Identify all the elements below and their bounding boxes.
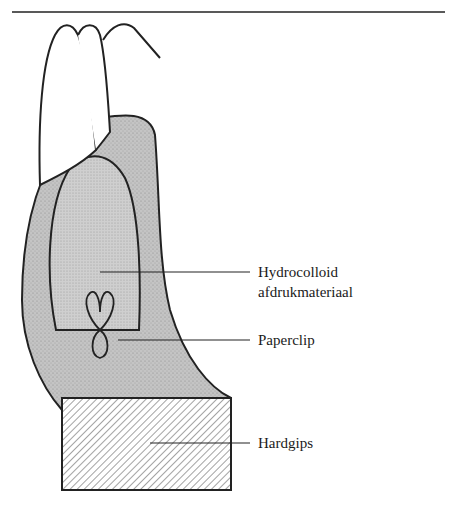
top-rule [12,11,445,13]
part-label: Hydrocolloid afdrukmateriaal [258,262,408,302]
tooth-crown [78,25,110,150]
tooth-outline [103,24,160,58]
part-label: Paperclip [258,330,408,350]
die-region [50,156,140,330]
stone-base [62,398,231,490]
leader-line [100,271,250,272]
part-label: Hardgips [258,433,408,453]
die-base-line [56,329,139,331]
paperclip [86,292,113,358]
leader-line [118,339,250,340]
leader-line [150,442,250,443]
